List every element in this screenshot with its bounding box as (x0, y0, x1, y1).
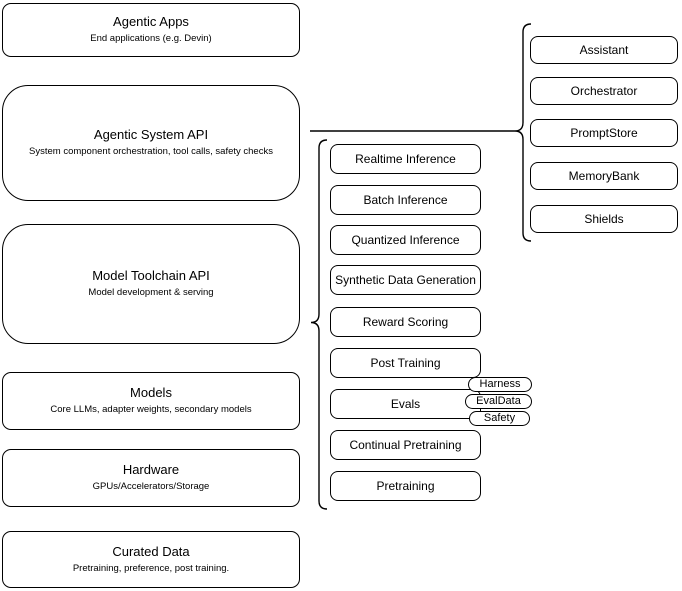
system-components-brace (514, 23, 532, 242)
stack-box-subtitle: Model development & serving (88, 287, 214, 299)
system-component-orchestrator: Orchestrator (530, 77, 678, 105)
stack-box-title: Curated Data (112, 543, 190, 559)
toolchain-item-reward-scoring: Reward Scoring (330, 307, 481, 337)
system-component-memorybank: MemoryBank (530, 162, 678, 190)
stack-box-agentic-system-api: Agentic System API System component orch… (2, 85, 300, 201)
system-component-promptstore: PromptStore (530, 119, 678, 147)
stack-box-model-toolchain-api: Model Toolchain API Model development & … (2, 224, 300, 344)
system-component-assistant: Assistant (530, 36, 678, 64)
stack-box-subtitle: End applications (e.g. Devin) (90, 33, 212, 45)
toolchain-item-continual-pretraining: Continual Pretraining (330, 430, 481, 460)
toolchain-item-quantized-inference: Quantized Inference (330, 225, 481, 255)
system-component-shields: Shields (530, 205, 678, 233)
eval-tag-harness: Harness (468, 377, 532, 392)
toolchain-item-pretraining: Pretraining (330, 471, 481, 501)
stack-box-title: Models (130, 385, 172, 401)
toolchain-item-realtime-inference: Realtime Inference (330, 144, 481, 174)
stack-box-hardware: Hardware GPUs/Accelerators/Storage (2, 449, 300, 507)
toolchain-item-batch-inference: Batch Inference (330, 185, 481, 215)
toolchain-item-synthetic-data-generation: Synthetic Data Generation (330, 265, 481, 295)
toolchain-item-post-training: Post Training (330, 348, 481, 378)
stack-box-subtitle: System component orchestration, tool cal… (29, 146, 273, 158)
toolchain-brace (310, 139, 328, 510)
stack-box-title: Agentic Apps (113, 14, 189, 30)
stack-box-subtitle: Core LLMs, adapter weights, secondary mo… (50, 404, 252, 416)
stack-box-curated-data: Curated Data Pretraining, preference, po… (2, 531, 300, 588)
eval-tag-safety: Safety (469, 411, 530, 426)
stack-box-title: Hardware (122, 462, 180, 478)
stack-box-title: Agentic System API (93, 127, 209, 143)
stack-box-agentic-apps: Agentic Apps End applications (e.g. Devi… (2, 3, 300, 57)
stack-box-subtitle: GPUs/Accelerators/Storage (92, 481, 210, 493)
toolchain-item-evals: Evals (330, 389, 481, 419)
stack-box-models: Models Core LLMs, adapter weights, secon… (2, 372, 300, 430)
stack-box-subtitle: Pretraining, preference, post training. (72, 562, 230, 574)
stack-box-title: Model Toolchain API (92, 268, 210, 284)
eval-tag-evaldata: EvalData (465, 394, 532, 409)
